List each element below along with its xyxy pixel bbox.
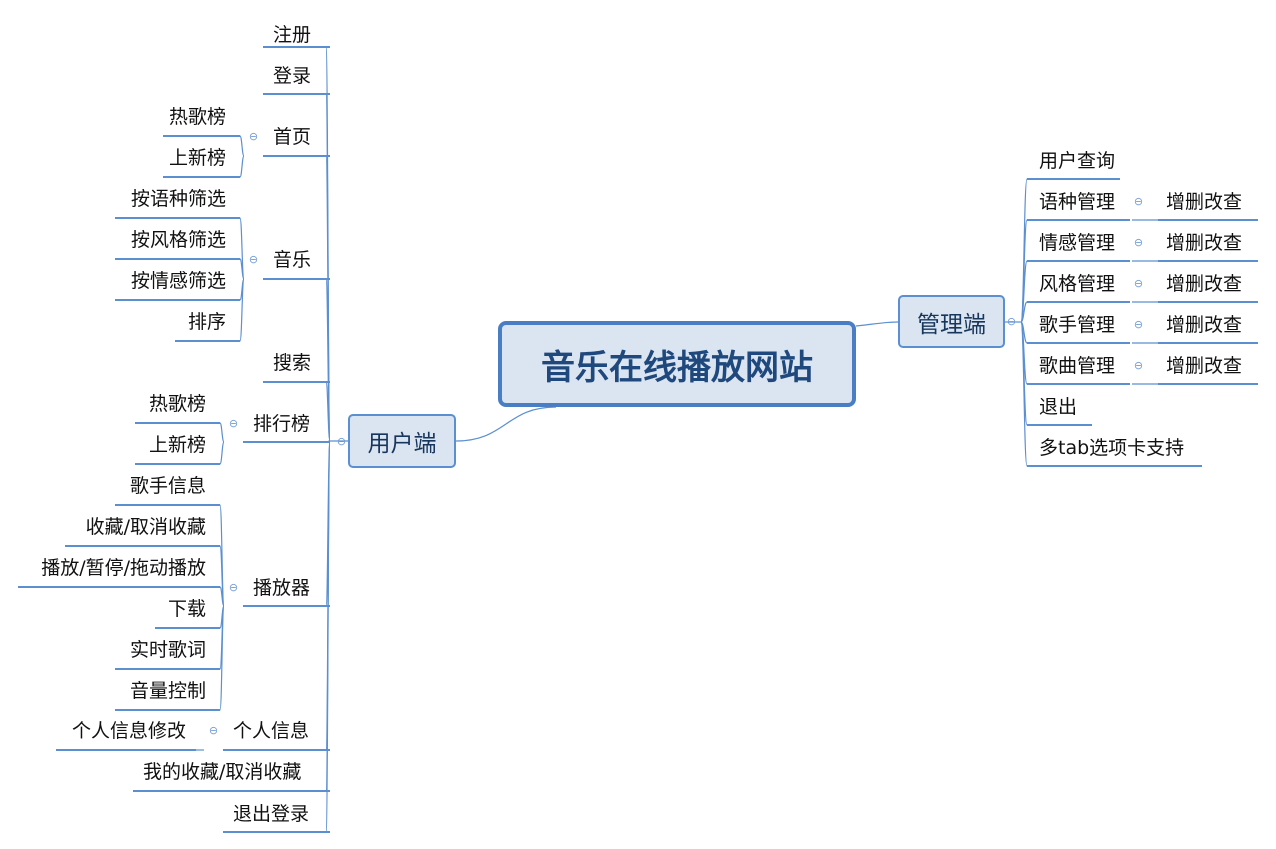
node-singer-manage[interactable]: 歌手管理 <box>1039 314 1116 336</box>
user-side-topic[interactable]: 用户端 <box>348 414 456 468</box>
collapse-emotion-icon[interactable]: ⊖ <box>1133 236 1144 249</box>
node-player[interactable]: 播放器 <box>253 577 311 599</box>
node-search[interactable]: 搜索 <box>273 352 312 374</box>
node-player-volume[interactable]: 音量控制 <box>129 680 206 702</box>
node-exit[interactable]: 退出 <box>1039 396 1078 418</box>
collapse-language-icon[interactable]: ⊖ <box>1133 195 1144 208</box>
node-multi-tab[interactable]: 多tab选项卡支持 <box>1039 437 1185 459</box>
node-home[interactable]: 首页 <box>273 126 312 148</box>
collapse-ranking-icon[interactable]: ⊖ <box>228 417 239 430</box>
node-favorites[interactable]: 我的收藏/取消收藏 <box>143 761 302 783</box>
collapse-profile-icon[interactable]: ⊖ <box>208 724 219 737</box>
branch-ranking-child-1 <box>219 441 225 465</box>
node-crud-style[interactable]: 增删改查 <box>1166 273 1243 295</box>
node-music-style[interactable]: 按风格筛选 <box>130 229 226 251</box>
node-ranking-new[interactable]: 上新榜 <box>148 434 206 456</box>
root-to-user-line <box>455 406 557 442</box>
node-emotion-manage[interactable]: 情感管理 <box>1039 232 1116 254</box>
branch-search <box>325 381 331 442</box>
node-profile-edit[interactable]: 个人信息修改 <box>71 720 186 742</box>
node-logout[interactable]: 退出登录 <box>233 803 310 825</box>
collapse-song-icon[interactable]: ⊖ <box>1133 359 1144 372</box>
branch-logout <box>325 440 331 833</box>
node-player-singer[interactable]: 歌手信息 <box>129 475 206 497</box>
branch-home-child-0 <box>239 135 245 157</box>
node-music-language[interactable]: 按语种筛选 <box>130 188 226 210</box>
node-ranking-hot[interactable]: 热歌榜 <box>148 393 206 415</box>
branch-player-child-0 <box>219 504 225 607</box>
branch-admin-multi-tab <box>1020 321 1028 467</box>
collapse-style-icon[interactable]: ⊖ <box>1133 277 1144 290</box>
node-music[interactable]: 音乐 <box>273 249 312 271</box>
branch-music-child-3 <box>239 278 245 342</box>
node-crud-singer[interactable]: 增删改查 <box>1166 314 1243 336</box>
node-music-emotion[interactable]: 按情感筛选 <box>130 270 226 292</box>
node-player-controls[interactable]: 播放/暂停/拖动播放 <box>41 557 206 579</box>
node-profile[interactable]: 个人信息 <box>233 720 310 742</box>
root-to-admin-line <box>855 321 899 327</box>
collapse-player-icon[interactable]: ⊖ <box>228 581 239 594</box>
collapse-admin-icon[interactable]: ⊖ <box>1006 315 1017 328</box>
node-home-hot[interactable]: 热歌榜 <box>168 106 226 128</box>
node-style-manage[interactable]: 风格管理 <box>1039 273 1116 295</box>
node-user-query[interactable]: 用户查询 <box>1039 150 1116 172</box>
branch-player-child-5 <box>219 605 225 711</box>
root-topic[interactable]: 音乐在线播放网站 <box>498 321 856 407</box>
node-crud-song[interactable]: 增删改查 <box>1166 355 1243 377</box>
node-player-lyrics[interactable]: 实时歌词 <box>129 639 206 661</box>
node-crud-language[interactable]: 增删改查 <box>1166 191 1243 213</box>
node-login[interactable]: 登录 <box>273 65 312 87</box>
node-player-download[interactable]: 下载 <box>167 598 206 620</box>
branch-ranking-child-0 <box>219 422 225 443</box>
node-language-manage[interactable]: 语种管理 <box>1039 191 1116 213</box>
collapse-music-icon[interactable]: ⊖ <box>248 253 259 266</box>
admin-side-topic[interactable]: 管理端 <box>898 295 1005 348</box>
node-music-sort[interactable]: 排序 <box>187 311 226 333</box>
node-ranking[interactable]: 排行榜 <box>253 413 311 435</box>
node-register[interactable]: 注册 <box>273 24 312 46</box>
collapse-singer-icon[interactable]: ⊖ <box>1133 318 1144 331</box>
node-crud-emotion[interactable]: 增删改查 <box>1166 232 1243 254</box>
node-player-collect[interactable]: 收藏/取消收藏 <box>85 516 206 538</box>
branch-ranking <box>325 440 331 443</box>
node-song-manage[interactable]: 歌曲管理 <box>1039 355 1116 377</box>
collapse-home-icon[interactable]: ⊖ <box>248 130 259 143</box>
branch-player-child-2 <box>219 586 225 607</box>
node-home-new[interactable]: 上新榜 <box>168 147 226 169</box>
branch-music-child-1 <box>239 258 245 280</box>
branch-home-child-1 <box>239 155 245 178</box>
branch-admin-style <box>1020 301 1028 323</box>
collapse-user-icon[interactable]: ⊖ <box>336 435 347 448</box>
